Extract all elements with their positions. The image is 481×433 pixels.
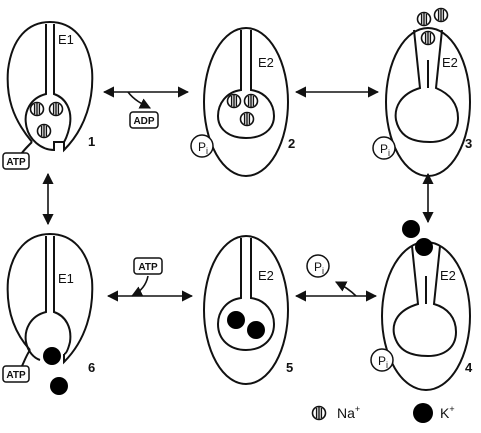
pi-release-arrow [334,281,357,297]
state-number: 6 [88,360,95,375]
state-3: E2 3 Pi [372,7,472,177]
atp-badge [2,365,30,383]
phosphate-label: Pi [314,260,324,276]
k-ion [43,347,61,365]
pump-channel [392,245,458,358]
pump-channel [24,236,47,361]
atp-badge [133,257,163,275]
pump-body [381,241,471,391]
k-ion [50,377,68,395]
state-6: E1 6 ATP [2,232,95,395]
pump-body [6,20,94,153]
pump-body [203,27,289,177]
state-number: 1 [88,134,95,149]
k-ion [402,220,420,238]
na-ion [29,101,45,117]
conformation-label: E1 [58,271,74,286]
conformation-label: E2 [442,55,458,70]
na-ion [420,30,436,46]
pump-channel [24,24,64,152]
pump-channel [216,30,276,140]
legend-na-label: Na+ [337,404,360,421]
na-ion [433,7,449,23]
legend: Na+ K+ [311,403,455,423]
legend-k-label: K+ [440,404,455,421]
atp-label: ATP [6,370,26,381]
phosphate-label: Pi [198,140,208,156]
conformation-label: E2 [440,268,456,283]
state-1: E1 1 ATP [2,20,95,170]
k-ion [415,238,433,256]
state-4: E2 4 Pi [370,220,473,391]
legend-na-icon [311,405,327,421]
adp-label: ADP [133,116,154,127]
pump-body [6,232,94,365]
pump-opening [21,349,31,367]
conformation-label: E2 [258,268,274,283]
state-5: E2 5 [203,235,293,385]
conformation-label: E1 [58,32,74,47]
atp-binding-arrow [130,275,149,297]
k-ion [227,311,245,329]
na-ion [243,93,259,109]
state-number: 2 [288,136,295,151]
na-ion [226,93,242,109]
pump-channel-right [53,236,72,355]
arrows [42,86,434,302]
na-ion [36,123,52,139]
k-ion [247,321,265,339]
phosphate-badge [190,134,214,158]
adp-badge [129,111,159,129]
phosphate-label: Pi [380,142,390,158]
conformation-label: E2 [258,55,274,70]
state-2: E2 2 Pi [190,27,295,177]
pump-channel [394,29,460,144]
phosphate-badge [306,254,330,278]
pump-channel [216,238,276,352]
state-number: 5 [286,360,293,375]
pump-channel-right [53,24,72,143]
state-number: 4 [465,360,473,375]
na-ion [416,11,432,27]
phosphate-badge [370,348,394,372]
atp-label: ATP [138,262,158,273]
phosphate-badge [372,136,396,160]
atp-badge [2,152,30,170]
na-ion [239,111,255,127]
state-number: 3 [465,136,472,151]
pump-body [203,235,289,385]
adp-release-arrow [127,91,152,109]
phosphate-label: Pi [378,354,388,370]
na-ion [48,101,64,117]
legend-k-icon [413,403,433,423]
atp-label: ATP [6,157,26,168]
